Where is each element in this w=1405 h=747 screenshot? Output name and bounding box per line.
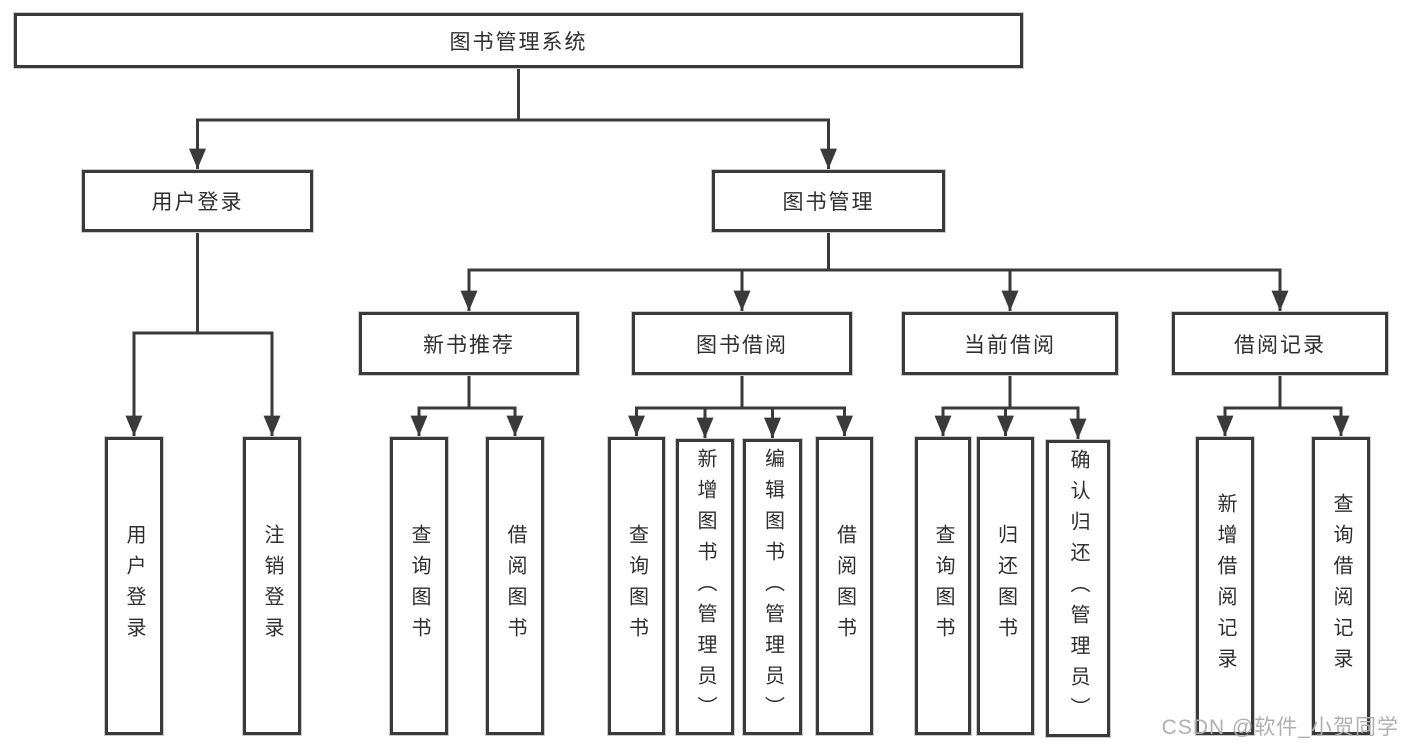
connector-root — [189, 66, 837, 171]
node-label: 图书借阅 — [696, 333, 788, 357]
node-label: 新增图书（管理员） — [694, 447, 716, 727]
node-new-book-rec: 新书推荐 — [359, 312, 579, 375]
node-cur-confirm: 确认归还（管理员） — [1046, 440, 1110, 737]
watermark-text: CSDN @软件_小贺同学 — [1161, 716, 1399, 739]
node-label: 编辑图书（管理员） — [761, 447, 784, 727]
node-label: 归还图书 — [994, 524, 1017, 648]
node-label: 注销登录 — [261, 524, 283, 648]
connector-book-mgmt — [460, 230, 1289, 313]
node-rec-borrow: 借阅图书 — [486, 437, 544, 735]
node-label: 查询图书 — [408, 524, 430, 648]
node-cur-query: 查询图书 — [915, 437, 971, 735]
node-label: 借阅图书 — [504, 524, 526, 648]
node-rec2-query: 查询借阅记录 — [1312, 437, 1370, 735]
node-label: 新增借阅记录 — [1214, 493, 1236, 679]
node-rec2-add: 新增借阅记录 — [1196, 437, 1254, 735]
node-borrow-add: 新增图书（管理员） — [676, 439, 734, 735]
node-label: 查询图书 — [625, 524, 648, 648]
node-cur-return: 归还图书 — [977, 437, 1034, 735]
node-label: 图书管理 — [782, 191, 875, 214]
node-leaf-user-login: 用户登录 — [105, 437, 163, 735]
connector-current-borrow — [934, 373, 1087, 441]
node-label: 借阅图书 — [833, 524, 856, 648]
node-leaf-logout: 注销登录 — [243, 437, 301, 735]
node-current-borrow: 当前借阅 — [902, 312, 1118, 375]
node-label: 当前借阅 — [964, 333, 1056, 357]
node-label: 查询借阅记录 — [1330, 493, 1352, 679]
node-label: 查询图书 — [932, 524, 954, 648]
node-label: 用户登录 — [151, 191, 244, 214]
node-borrow-record: 借阅记录 — [1172, 312, 1388, 375]
node-borrow-edit: 编辑图书（管理员） — [743, 439, 802, 735]
node-label: 图书管理系统 — [449, 30, 588, 54]
node-book-borrow: 图书借阅 — [632, 312, 852, 375]
node-label: 新书推荐 — [423, 333, 515, 357]
node-label: 确认归还（管理员） — [1067, 449, 1089, 728]
node-book-mgmt: 图书管理 — [712, 170, 945, 232]
connector-borrow-record — [1216, 373, 1350, 438]
node-borrow-borrow: 借阅图书 — [816, 437, 873, 735]
node-label: 借阅记录 — [1234, 333, 1326, 357]
connector-new-book-rec — [410, 373, 524, 438]
node-root: 图书管理系统 — [14, 13, 1023, 68]
node-user-login: 用户登录 — [82, 170, 313, 232]
connector-user-login — [125, 230, 281, 438]
connector-book-borrow — [628, 373, 853, 440]
node-rec-query: 查询图书 — [390, 437, 448, 735]
node-borrow-query: 查询图书 — [608, 437, 665, 735]
node-label: 用户登录 — [123, 524, 145, 648]
